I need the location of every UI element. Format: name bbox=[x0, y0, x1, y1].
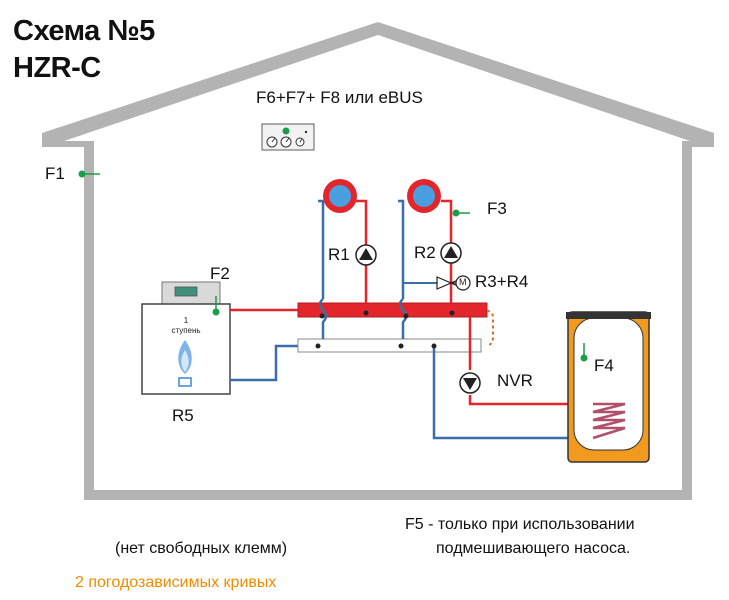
note-terminals: (нет свободных клемм) bbox=[115, 540, 288, 557]
boiler-label: R5 bbox=[172, 406, 194, 425]
scheme-model: HZR-C bbox=[13, 52, 101, 84]
dhw-tank bbox=[566, 311, 651, 463]
note-f5-line1: F5 - только при использовании bbox=[405, 516, 635, 533]
sensor-f3-label: F3 bbox=[487, 199, 507, 218]
sensor-f4-label: F4 bbox=[594, 356, 614, 375]
f4-sensor-dot bbox=[580, 354, 588, 362]
note-f5-line2: подмешивающего насоса. bbox=[436, 540, 631, 557]
scheme-title: Схема №5 bbox=[13, 15, 155, 47]
sensor-f1-label: F1 bbox=[45, 164, 65, 183]
boiler-stage-number: 1 bbox=[183, 316, 189, 325]
boiler bbox=[141, 281, 231, 395]
mixer-motor-icon bbox=[455, 275, 471, 291]
boiler-return-pipe bbox=[230, 344, 298, 382]
f2-sensor-dot bbox=[212, 308, 220, 316]
sensor-f2-label: F2 bbox=[210, 264, 230, 283]
return-header bbox=[297, 338, 482, 353]
mixer-label: R3+R4 bbox=[475, 272, 529, 291]
f3-sensor-dot bbox=[452, 209, 460, 217]
pump-r2-label: R2 bbox=[414, 243, 436, 262]
pump-r1-label: R1 bbox=[328, 245, 350, 264]
pump-nvr-label: NVR bbox=[497, 371, 533, 390]
dhw-supply-pipe bbox=[468, 395, 593, 406]
controller-label: F6+F7+ F8 или eBUS bbox=[256, 88, 423, 107]
note-curves: 2 погодозависимых кривых bbox=[75, 574, 277, 591]
controller-sensor-dot bbox=[282, 127, 290, 135]
mixer-motor-label: M bbox=[459, 277, 467, 287]
mixer-valve-icon bbox=[436, 276, 453, 290]
f1-sensor-dot bbox=[78, 170, 86, 178]
bypass-dashed bbox=[486, 310, 494, 346]
dhw-return-pipe bbox=[432, 346, 593, 440]
controller-unit bbox=[261, 123, 315, 151]
boiler-stage-text: ступень bbox=[171, 326, 201, 335]
